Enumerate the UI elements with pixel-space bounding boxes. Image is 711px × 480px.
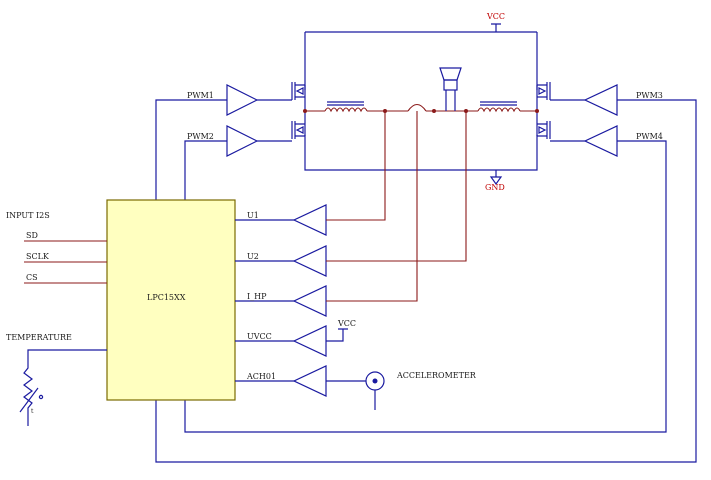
chip-label: LPC15XX	[147, 293, 186, 302]
u1-label: U1	[247, 211, 259, 220]
microcontroller	[106, 199, 236, 401]
cs-label: CS	[26, 273, 38, 282]
accelerometer-label: ACCELEROMETER	[396, 371, 477, 380]
pwm3-label: PWM3	[636, 91, 663, 100]
gnd-rail	[304, 135, 538, 186]
thermistor-slash	[19, 387, 39, 413]
vcc-rail	[304, 23, 538, 90]
buffer-pwm2	[226, 125, 292, 157]
buffer-pwm1	[226, 84, 292, 116]
buffer-pwm3	[550, 84, 618, 116]
mosfet-q4	[536, 121, 551, 139]
gnd-label: GND	[485, 183, 505, 192]
pwm2-label: PWM2	[187, 132, 214, 141]
buffer-i-hp	[235, 111, 418, 317]
temperature-label: TEMPERATURE	[6, 333, 72, 342]
i-hp-label: I_HP	[247, 292, 267, 301]
pwm1-label: PWM1	[187, 91, 214, 100]
pwm3-net	[155, 99, 697, 463]
pwm2-net	[184, 140, 227, 200]
buffer-pwm4	[550, 125, 618, 157]
buffer-u1	[235, 111, 386, 236]
temp-marker	[38, 394, 44, 400]
accelerometer-icon	[365, 371, 385, 410]
pwm1-net	[155, 99, 227, 200]
speaker-icon	[439, 67, 462, 111]
sclk-label: SCLK	[26, 252, 50, 261]
buffer-uvcc	[235, 325, 348, 357]
output-filter	[303, 101, 539, 113]
u2-label: U2	[247, 252, 259, 261]
buffer-ach01	[235, 365, 366, 397]
uvcc-label: UVCC	[247, 332, 272, 341]
vcc-top-label: VCC	[486, 12, 505, 21]
buffer-u2	[235, 111, 467, 277]
mosfet-q3	[536, 82, 551, 100]
input-i2s-label: INPUT I2S	[6, 211, 50, 220]
thermistor-icon	[23, 349, 107, 426]
pwm4-label: PWM4	[636, 132, 663, 141]
sd-label: SD	[26, 231, 38, 240]
vcc-buffer-label: VCC	[337, 319, 356, 328]
thermistor-mark: t	[31, 408, 34, 415]
pwm4-net	[184, 140, 667, 433]
mosfet-q2	[291, 121, 306, 139]
ach01-label: ACH01	[246, 372, 276, 381]
mosfet-q1	[291, 82, 306, 100]
